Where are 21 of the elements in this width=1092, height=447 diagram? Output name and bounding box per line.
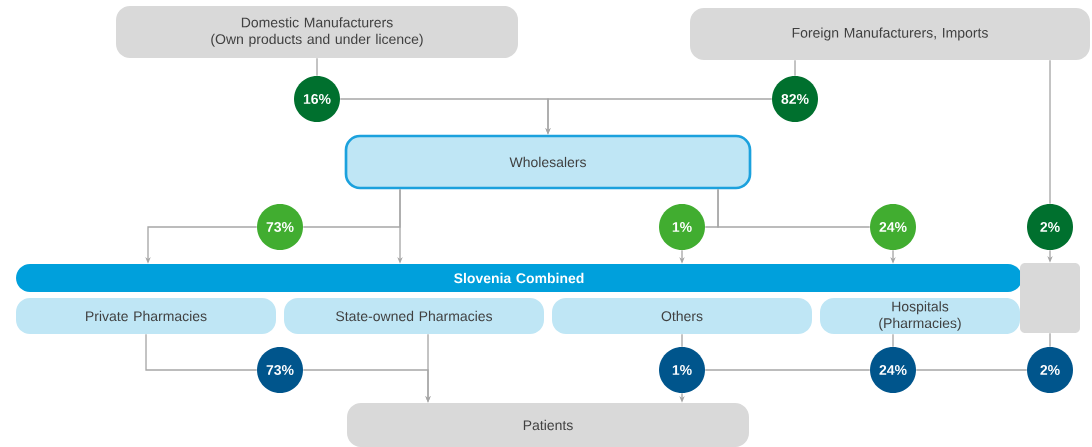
connector-line (915, 369, 1028, 371)
connector-line (704, 369, 871, 371)
outlet-box: Private Pharmacies (16, 298, 276, 334)
connector-line (717, 188, 871, 228)
connector-line (892, 333, 894, 348)
wholesaler-box: Wholesalers (344, 134, 752, 190)
outlet-box: Hospitals (Pharmacies) (820, 298, 1020, 334)
connector-line (316, 57, 318, 77)
source-box: Domestic Manufacturers (Own products and under licence) (116, 6, 518, 58)
outlet-box: State-owned Pharmacies (284, 298, 544, 334)
market-band: Slovenia Combined (16, 264, 1022, 292)
source-box: Foreign Manufacturers, Imports (690, 8, 1090, 60)
connector-line (302, 188, 401, 228)
connector-line (794, 59, 796, 77)
destination-box: Patients (347, 403, 749, 447)
connector-line (1049, 332, 1051, 348)
connector-line (681, 333, 683, 348)
connector-line (1049, 59, 1051, 205)
box (1020, 263, 1080, 333)
connector-line (145, 333, 258, 371)
outlet-box: Others (552, 298, 812, 334)
